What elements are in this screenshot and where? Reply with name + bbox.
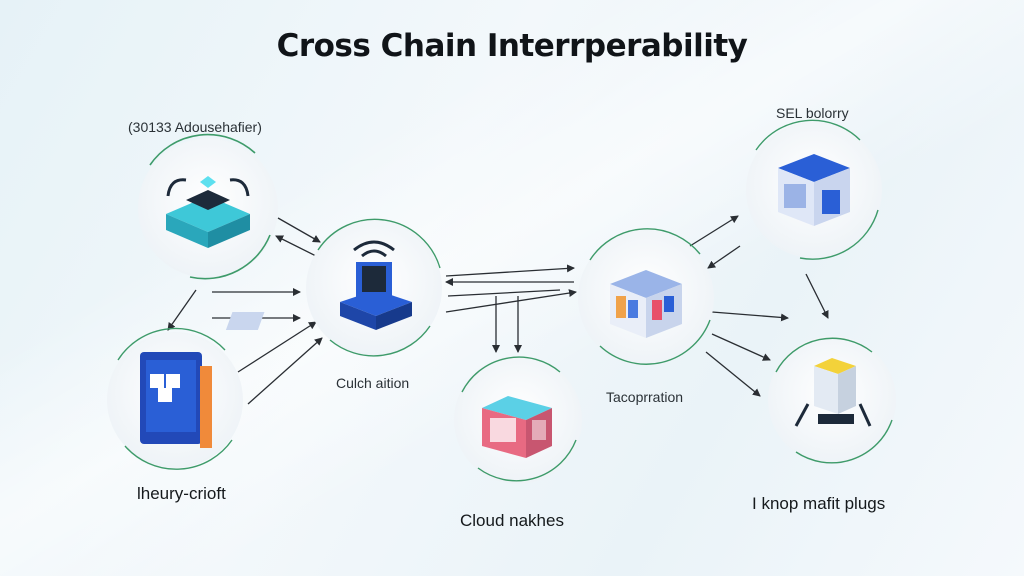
node-center-left[interactable] (225, 218, 442, 357)
node-label-center-right: Tacoprration (606, 389, 684, 405)
node-center-right[interactable] (578, 228, 714, 366)
connector (705, 351, 761, 397)
connector (711, 333, 771, 361)
node-top-left[interactable] (138, 133, 278, 280)
node-bottom-left[interactable] (107, 327, 243, 470)
connector (711, 311, 789, 322)
connector (445, 264, 575, 277)
node-label-top-right: SEL bolorry (776, 105, 849, 121)
connector (275, 235, 321, 259)
connector (445, 289, 577, 313)
node-label-bottom-right: I knop mafit plugs (752, 494, 886, 513)
connector (237, 321, 317, 373)
data-cube-icon (610, 270, 682, 338)
connector (167, 289, 197, 331)
cloud-cube-icon (482, 396, 552, 458)
connectors (167, 215, 829, 405)
storage-cube-icon (778, 154, 850, 226)
node-bottom-right[interactable] (768, 336, 896, 464)
node-label-bottom-left: lheury-crioft (137, 484, 226, 503)
connector (689, 215, 739, 247)
node-bottom-center[interactable] (454, 356, 582, 484)
connector (707, 245, 741, 269)
plug-frame-icon (794, 358, 872, 427)
connector (277, 217, 321, 243)
node-label-center-left: Culch aition (336, 375, 410, 391)
connector (247, 337, 323, 405)
node-label-bottom-center: Cloud nakhes (460, 511, 564, 530)
server-stack-icon (225, 240, 412, 330)
node-label-top-left: (30133 Adousehafier) (128, 119, 262, 135)
connector (447, 289, 561, 297)
device-panel-icon (140, 352, 212, 448)
connector (805, 273, 829, 319)
page-title: Cross Chain Interrperability (276, 28, 748, 64)
node-top-right[interactable] (746, 119, 882, 260)
chip-icon (166, 176, 250, 248)
